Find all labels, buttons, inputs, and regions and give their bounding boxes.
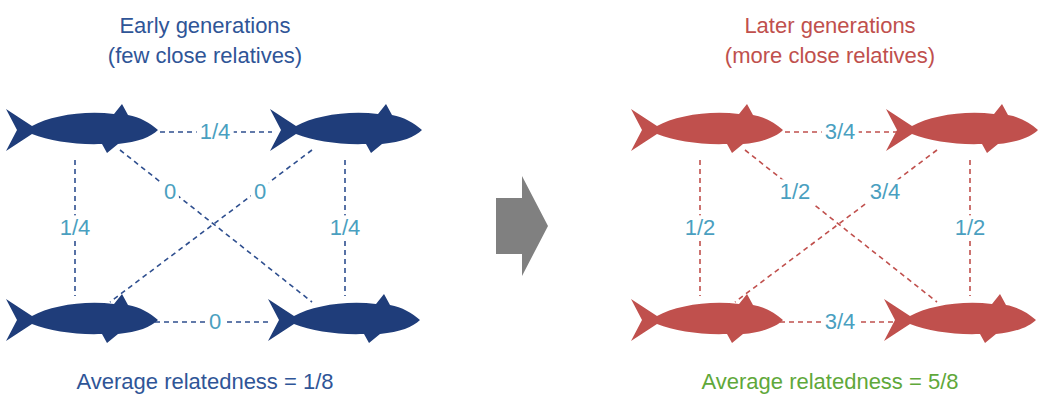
fish xyxy=(884,294,1036,343)
relatedness-value: 1/4 xyxy=(57,215,94,240)
later-fish xyxy=(631,104,1038,343)
link-line xyxy=(110,150,312,302)
transition-arrow xyxy=(496,176,548,276)
early-links xyxy=(75,132,345,322)
relatedness-value: 0 xyxy=(161,179,179,204)
relatedness-value: 1/4 xyxy=(197,119,234,144)
fish xyxy=(631,104,783,153)
early-fish xyxy=(6,104,422,343)
relatedness-value: 0 xyxy=(206,309,224,334)
relatedness-value: 0 xyxy=(251,179,269,204)
average-relatedness: Average relatedness = 5/8 xyxy=(701,369,958,394)
fish xyxy=(886,104,1038,153)
later-links xyxy=(700,132,970,322)
panel-heading: Early generations xyxy=(119,13,290,38)
relatedness-value: 1/4 xyxy=(327,215,364,240)
average-relatedness: Average relatedness = 1/8 xyxy=(76,369,333,394)
panel-heading: Later generations xyxy=(744,13,915,38)
relatedness-value: 3/4 xyxy=(822,309,859,334)
link-line xyxy=(120,150,312,302)
relatedness-value: 3/4 xyxy=(822,119,859,144)
fish xyxy=(270,104,422,153)
link-line xyxy=(745,150,937,302)
fish xyxy=(268,294,420,343)
fish xyxy=(6,294,158,343)
link-line xyxy=(735,150,937,302)
fish xyxy=(631,294,783,343)
relatedness-value: 1/2 xyxy=(952,215,989,240)
panel-subheading: (few close relatives) xyxy=(108,43,302,68)
relatedness-value: 1/2 xyxy=(777,179,814,204)
relatedness-value: 1/2 xyxy=(682,215,719,240)
fish xyxy=(6,104,158,153)
relatedness-value: 3/4 xyxy=(867,179,904,204)
panel-subheading: (more close relatives) xyxy=(725,43,935,68)
